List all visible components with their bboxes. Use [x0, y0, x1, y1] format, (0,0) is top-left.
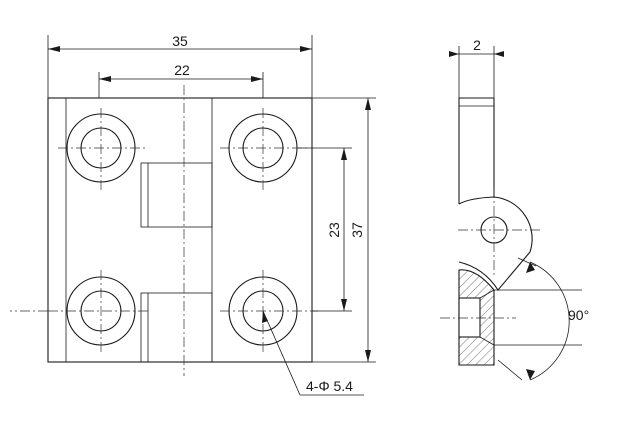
- hole-bottom-left: [48, 270, 148, 352]
- dim-hole-spacing-v: 23: [298, 147, 352, 312]
- dim-label-hole-diameter: 4-Φ 5.4: [306, 378, 353, 394]
- side-view: 2 90°: [440, 37, 589, 381]
- dim-label-22: 22: [174, 62, 190, 78]
- hole-callout: 4-Φ 5.4: [262, 310, 364, 396]
- hole-bottom-right: [220, 270, 318, 352]
- hole-top-right: [220, 108, 310, 190]
- hinge-outline: [47, 97, 313, 363]
- front-view: 35 22 23 37: [10, 33, 376, 396]
- dim-thickness: 2: [449, 37, 504, 98]
- countersink: [458, 297, 481, 338]
- dim-label-35: 35: [172, 33, 188, 49]
- dim-label-23: 23: [326, 222, 342, 238]
- knuckle-upper: [140, 162, 213, 228]
- dim-label-angle: 90°: [568, 307, 589, 323]
- dim-overall-width: 35: [47, 33, 313, 98]
- dim-label-37: 37: [349, 222, 365, 238]
- dim-angle: 90°: [494, 257, 589, 381]
- knuckle-lower: [140, 292, 213, 363]
- dim-label-2: 2: [473, 37, 481, 53]
- hole-top-left: [58, 108, 148, 190]
- dim-overall-height: 37: [312, 97, 376, 363]
- dim-hole-spacing-h: 22: [98, 62, 264, 98]
- knuckle-outline: [458, 196, 533, 291]
